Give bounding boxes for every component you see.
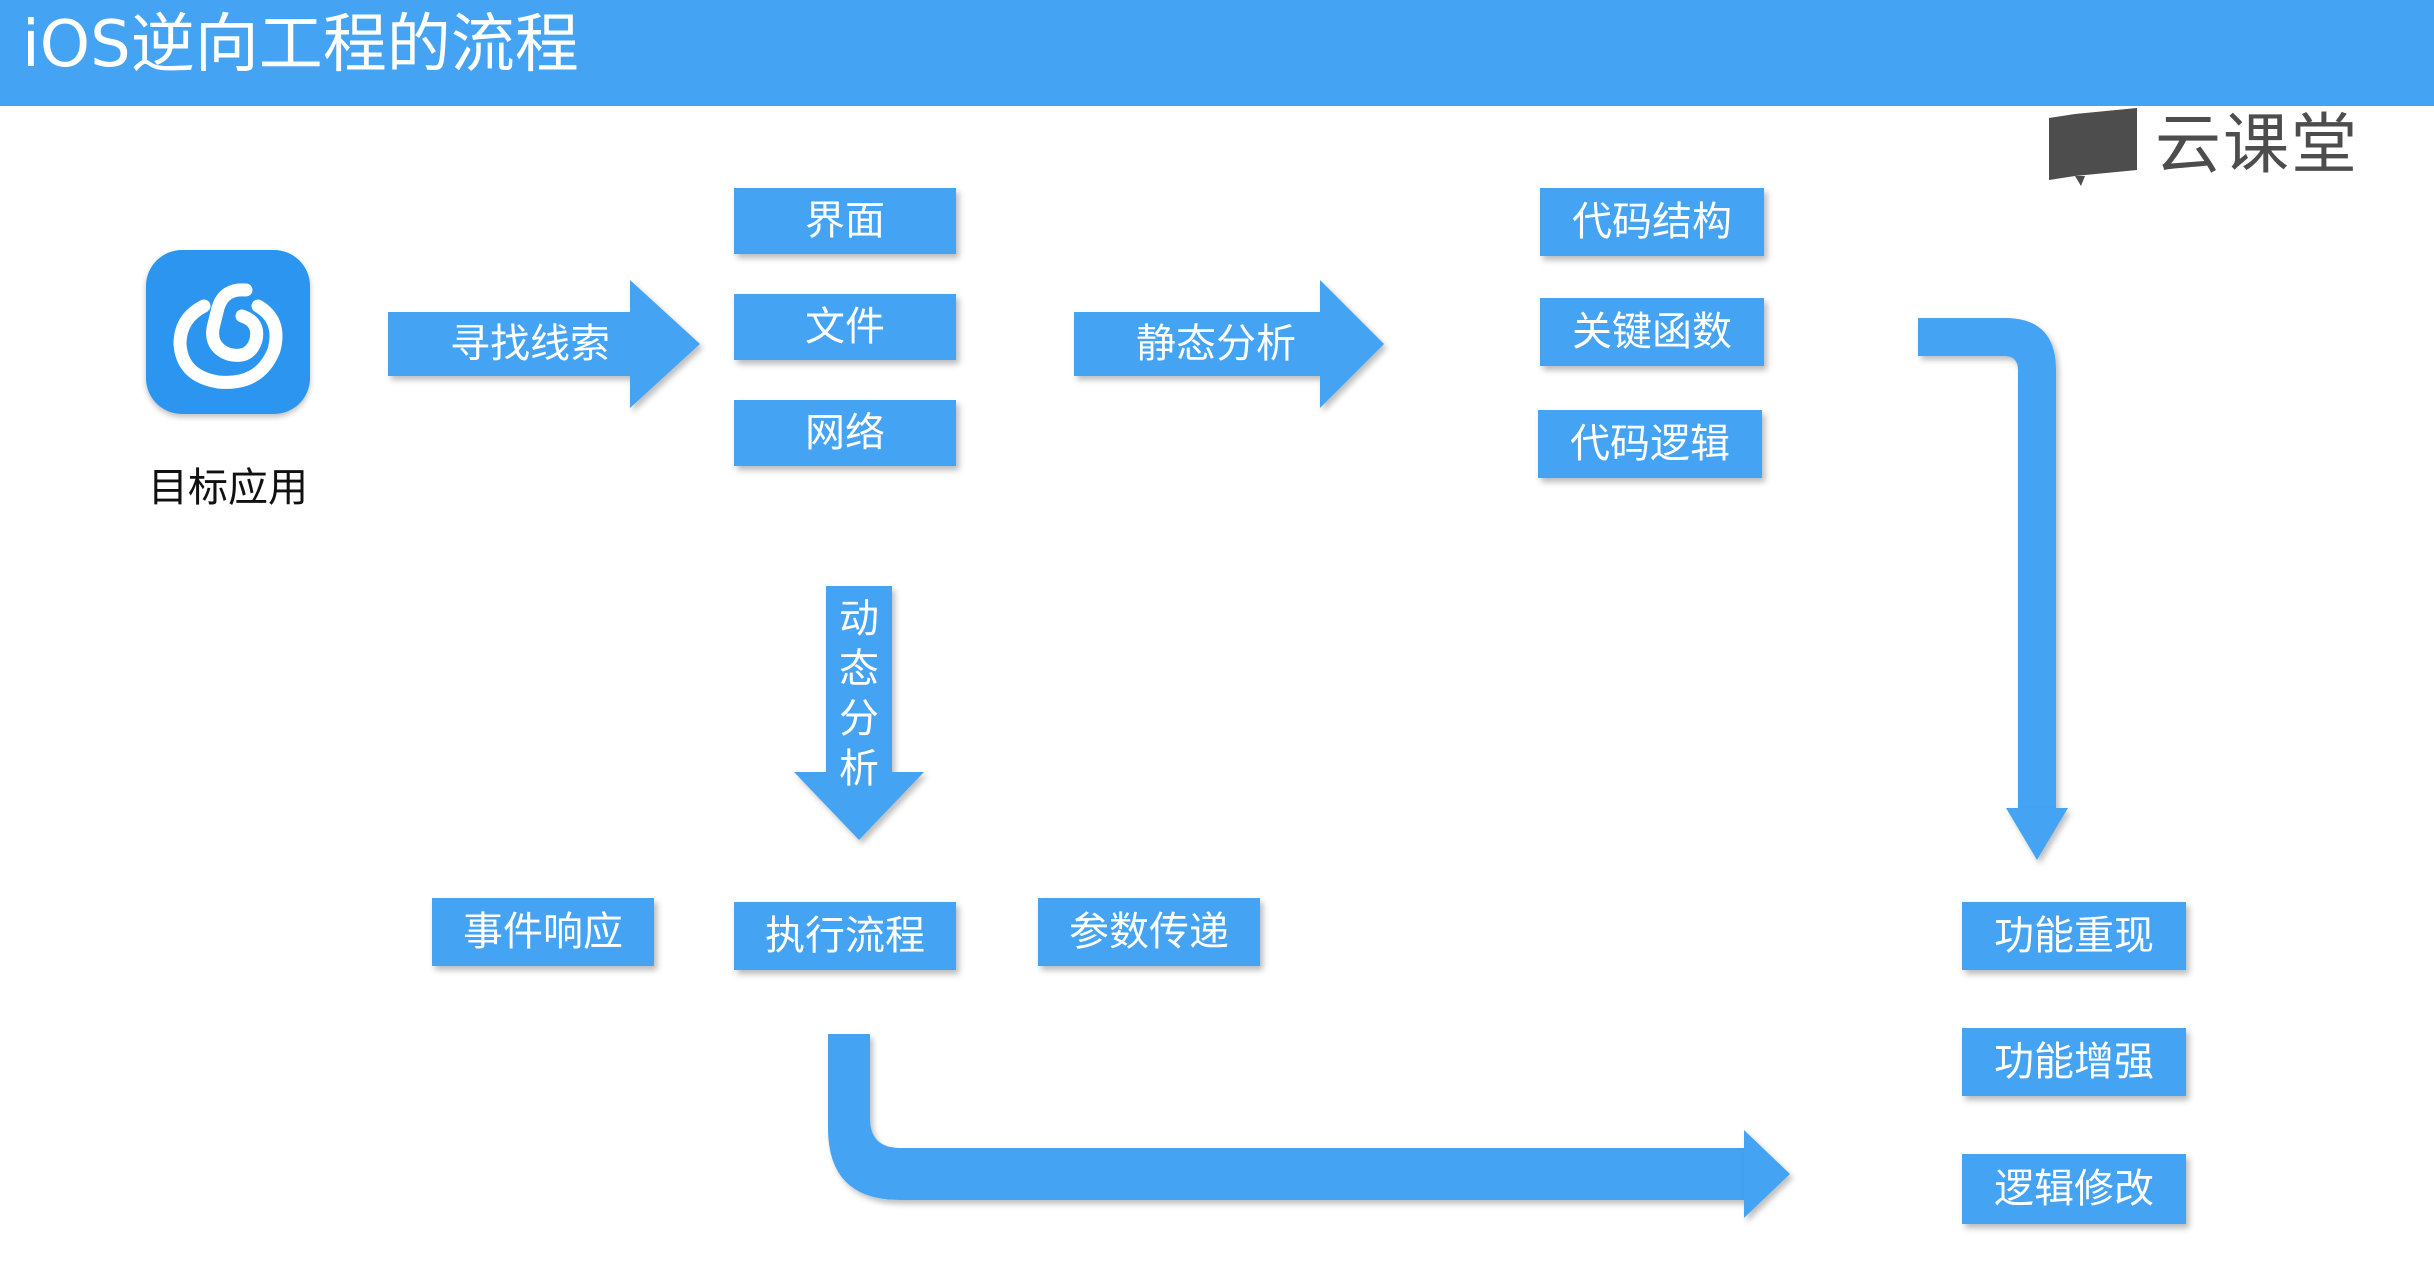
dynamic-box-parameter-passing: 参数传递	[1038, 898, 1260, 966]
dynamic-arrow-char: 动	[839, 596, 879, 642]
header-bar: iOS逆向工程的流程	[0, 0, 2434, 106]
static-box-key-functions: 关键函数	[1540, 298, 1764, 366]
logo-text: 云课堂	[2155, 106, 2359, 183]
dynamic-arrow-char: 态	[839, 646, 879, 692]
static-arrow	[1074, 280, 1384, 408]
book-icon	[2049, 108, 2137, 186]
dynamic-arrow-label: 动 态 分 析	[818, 594, 900, 794]
clue-box-ui: 界面	[734, 188, 956, 254]
clue-arrow-label: 寻找线索	[450, 321, 610, 367]
static-to-outcome-arrow	[1918, 318, 2056, 808]
static-to-outcome-arrowhead	[2006, 808, 2068, 860]
static-box-code-logic: 代码逻辑	[1538, 410, 1762, 478]
target-app-label: 目标应用	[148, 465, 308, 511]
clue-box-file: 文件	[734, 294, 956, 360]
dynamic-to-outcome-arrow	[828, 1034, 1748, 1200]
page-title: iOS逆向工程的流程	[22, 8, 579, 82]
dynamic-box-event-response: 事件响应	[432, 898, 654, 966]
clue-arrow	[388, 280, 700, 408]
outcome-box-enhance: 功能增强	[1962, 1028, 2186, 1096]
dynamic-to-outcome-arrowhead	[1744, 1130, 1790, 1218]
dynamic-arrow	[794, 586, 924, 840]
dynamic-arrow-char: 析	[839, 746, 879, 792]
static-arrow-label: 静态分析	[1136, 321, 1296, 367]
outcome-box-modify-logic: 逻辑修改	[1962, 1154, 2186, 1224]
target-app-icon	[146, 250, 310, 414]
logo: 云课堂	[2045, 100, 2375, 190]
dynamic-box-execution-flow: 执行流程	[734, 902, 956, 970]
dynamic-arrow-char: 分	[839, 696, 879, 742]
clue-box-network: 网络	[734, 400, 956, 466]
outcome-box-reproduce: 功能重现	[1962, 902, 2186, 970]
static-box-code-structure: 代码结构	[1540, 188, 1764, 256]
music-note-icon	[173, 283, 283, 389]
